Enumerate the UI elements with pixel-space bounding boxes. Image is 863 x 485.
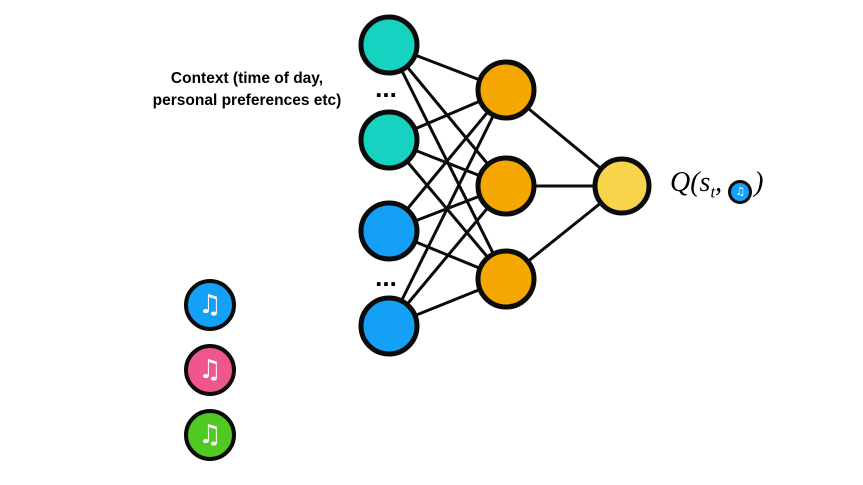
edge — [387, 89, 508, 232]
hidden-node-1 — [475, 59, 537, 121]
input-node-1 — [358, 14, 420, 76]
input-node-2 — [358, 109, 420, 171]
q-value-formula: Q(st,♫) — [670, 167, 763, 204]
input-node-3 — [358, 200, 420, 262]
formula-close: ) — [754, 167, 764, 198]
song-option-blue-icon: ♫ — [184, 279, 236, 331]
song-options: ♫ ♫ ♫ — [184, 279, 236, 461]
input-node-4 — [358, 295, 420, 357]
hidden-node-2 — [475, 155, 537, 217]
edge — [387, 89, 508, 327]
hidden-node-3 — [475, 248, 537, 310]
formula-prefix: Q(s — [670, 167, 711, 198]
ellipsis: ... — [375, 262, 397, 292]
output-node — [592, 156, 652, 216]
context-label-line1: Context (time of day, — [170, 70, 324, 87]
song-option-pink-icon: ♫ — [184, 344, 236, 396]
formula-subscript: t — [710, 182, 716, 202]
context-label: Context (time of day, personal preferenc… — [122, 68, 372, 112]
context-label-line2: personal preferences etc) — [152, 92, 342, 109]
song-option-green-icon: ♫ — [184, 409, 236, 461]
music-note-icon: ♫ — [728, 179, 753, 204]
formula-comma: , — [715, 167, 723, 198]
ellipsis: ... — [375, 73, 397, 103]
